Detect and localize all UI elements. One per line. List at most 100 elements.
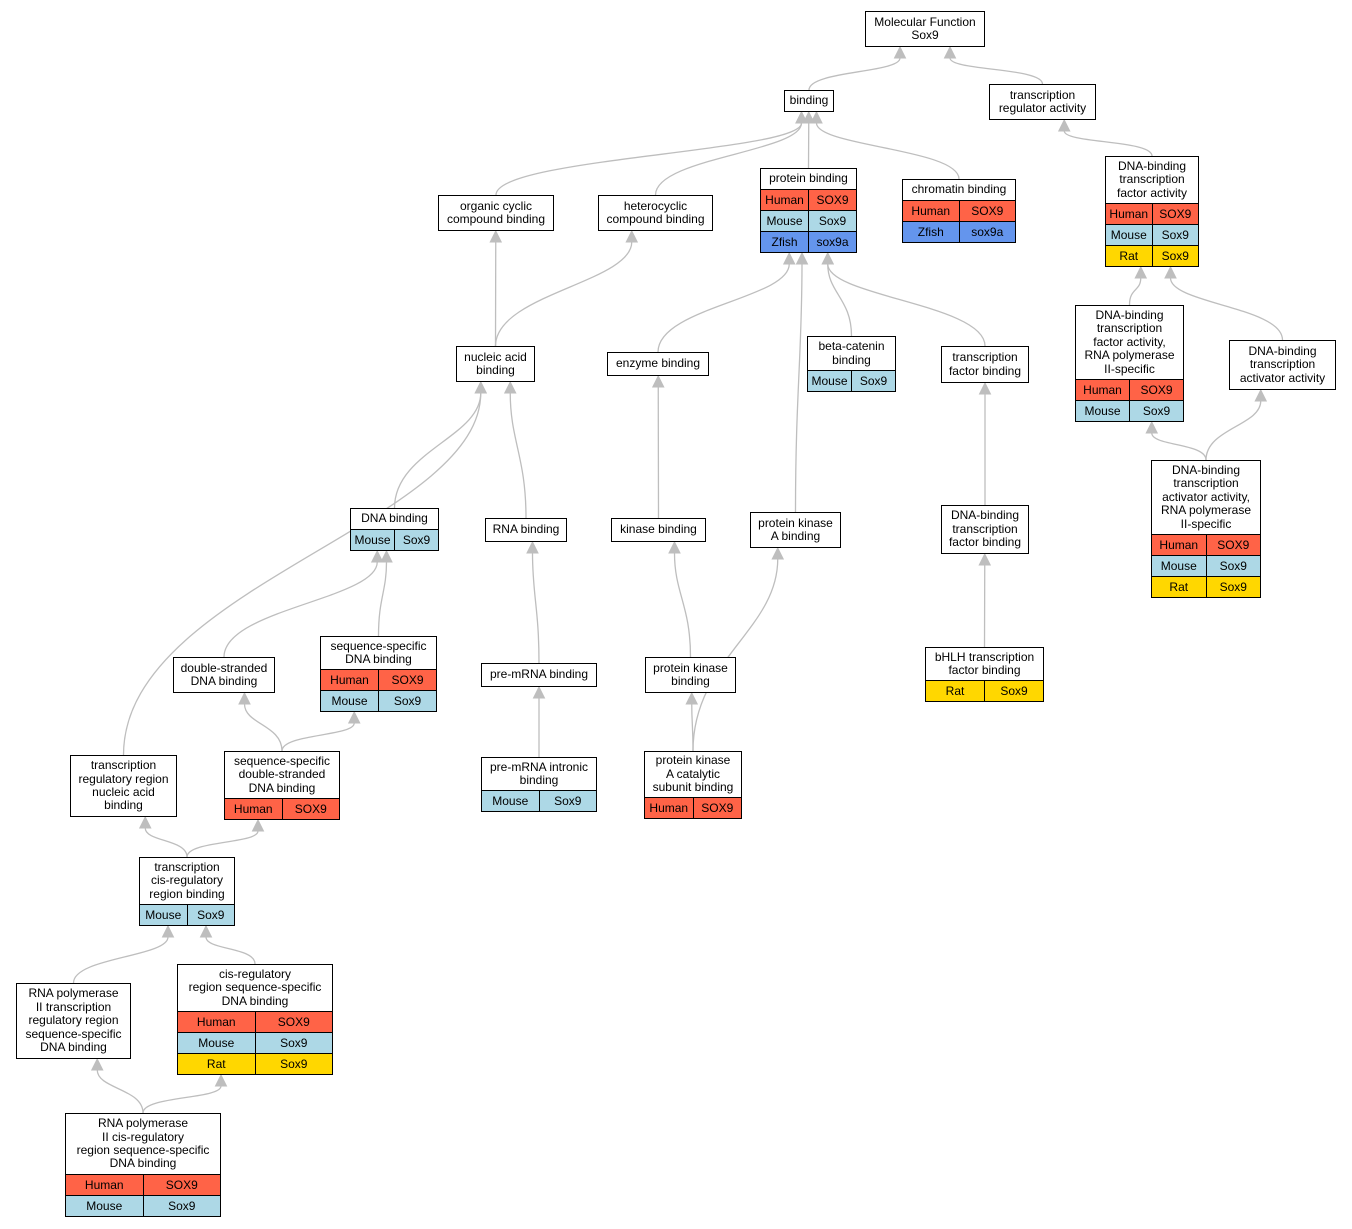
node-label-line: II transcription bbox=[35, 999, 112, 1014]
node-label-line: activator activity bbox=[1239, 370, 1326, 385]
edge-rna-pol-ii-cis-regulatory-region-ss-dna-binding-to-rna-pol-ii-transcription-regulatory-region-ss-dna-binding bbox=[96, 1069, 144, 1114]
node-label-line: Molecular Function bbox=[874, 14, 976, 29]
node-label-line: protein kinase bbox=[653, 660, 728, 675]
gene-symbol: Sox9 bbox=[378, 691, 436, 711]
edge-arrowhead bbox=[347, 710, 361, 724]
species-name: Human bbox=[1159, 538, 1199, 552]
edge-rna-pol-ii-transcription-regulatory-region-ss-dna-binding-to-transcription-cis-regulatory-region-binding bbox=[72, 936, 169, 984]
gene-symbol: SOX9 bbox=[378, 670, 436, 690]
node-label-line: DNA binding bbox=[361, 511, 428, 526]
edge-enzyme-binding-to-protein-binding bbox=[657, 263, 790, 353]
node-label-line: II-specific bbox=[1104, 361, 1155, 376]
species-name: Rat bbox=[206, 1057, 226, 1071]
edge-arrowhead bbox=[943, 45, 957, 59]
node-label-line: nucleic acid bbox=[92, 785, 155, 799]
node-label-line: binding bbox=[104, 798, 143, 813]
edge-arrowhead bbox=[1057, 118, 1071, 132]
node-label-line: pre-mRNA binding bbox=[489, 667, 589, 682]
gene-symbol: Sox9 bbox=[254, 1033, 333, 1053]
node-pre-mrna-binding[interactable]: pre-mRNA binding bbox=[481, 663, 597, 687]
species-row-human: Human SOX9 bbox=[321, 669, 436, 690]
edge-transcription-factor-binding-to-protein-binding bbox=[827, 263, 986, 347]
node-label: RNA binding bbox=[486, 519, 566, 541]
edge-dna-binding-to-nucleic-acid-binding bbox=[393, 392, 482, 509]
edge-arrowhead bbox=[370, 549, 384, 563]
node-label-line: A binding bbox=[770, 529, 821, 543]
gene-symbol: SOX9 bbox=[1205, 535, 1261, 555]
edge-arrowhead bbox=[238, 691, 251, 705]
edge-arrowhead bbox=[978, 552, 992, 566]
node-label-line: region sequence-specific bbox=[76, 1143, 210, 1157]
gene-symbol: SOX9 bbox=[692, 798, 742, 818]
species-name: Human bbox=[330, 673, 369, 687]
node-label-line: DNA binding bbox=[345, 652, 412, 666]
node-rna-binding[interactable]: RNA binding bbox=[485, 518, 567, 542]
node-kinase-binding[interactable]: kinase binding bbox=[611, 518, 706, 542]
gene-symbol: sox9a bbox=[958, 222, 1016, 242]
edge-cis-regulatory-region-sequence-specific-dna-binding-to-transcription-cis-regulatory-region-binding bbox=[205, 936, 256, 965]
node-label-line: factor binding bbox=[948, 663, 1021, 677]
node-label-line: DNA-binding bbox=[1095, 307, 1164, 322]
edge-arrowhead bbox=[795, 251, 809, 265]
node-label-line: RNA binding bbox=[492, 522, 560, 537]
edge-protein-kinase-binding-to-kinase-binding bbox=[673, 552, 692, 658]
edge-arrowhead bbox=[90, 1057, 104, 1071]
edge-sequence-specific-dna-binding-to-dna-binding bbox=[377, 561, 388, 637]
node-enzyme-binding[interactable]: enzyme binding bbox=[607, 352, 709, 376]
edge-arrowhead bbox=[821, 251, 835, 265]
gene-symbol: Sox9 bbox=[186, 905, 235, 925]
species-name: Mouse bbox=[1110, 228, 1147, 242]
gene-symbol: Sox9 bbox=[1205, 556, 1261, 576]
species-name: Rat bbox=[945, 684, 965, 698]
node-label-line: regulatory region bbox=[78, 771, 169, 786]
node-label-line: protein binding bbox=[769, 171, 848, 186]
node-binding[interactable]: binding bbox=[784, 90, 834, 112]
node-label-line: factor binding bbox=[948, 535, 1022, 550]
edge-arrowhead bbox=[532, 685, 546, 699]
node-label-line: transcription bbox=[1173, 476, 1239, 491]
node-label-line: bHLH transcription bbox=[934, 649, 1035, 664]
edge-rna-binding-to-nucleic-acid-binding bbox=[509, 392, 527, 519]
